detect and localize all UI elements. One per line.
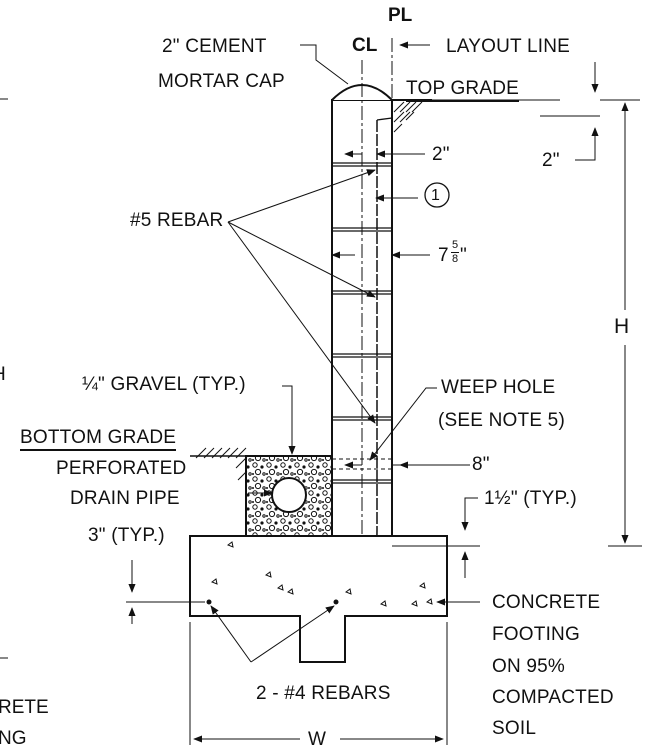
cut-ng-label: NG [0, 728, 27, 749]
callout-1-label: 1 [431, 187, 441, 204]
dim-8in: 8" [472, 454, 490, 475]
dim-1-5-typ: 1½" (TYP.) [484, 488, 577, 509]
drain-pipe-label-2: DRAIN PIPE [70, 488, 180, 509]
concrete-label-5: SOIL [492, 718, 537, 739]
rebars-4-label: 2 - #4 REBARS [256, 683, 391, 704]
callout-1-circle [424, 182, 450, 208]
bottom-grade-label: BOTTOM GRADE [20, 427, 177, 451]
layout-line-label: LAYOUT LINE [446, 36, 570, 57]
dim-7-den: 8 [452, 253, 459, 265]
concrete-label-2: FOOTING [492, 624, 580, 645]
top-grade-label: TOP GRADE [406, 78, 520, 102]
drain-pipe [271, 477, 307, 513]
concrete-label-3: ON 95% [492, 656, 566, 677]
rebar-4-left [206, 599, 212, 605]
centerline-label: CL [352, 35, 378, 56]
bottom-grade-soil-hatch [195, 447, 247, 481]
dim-7-suffix: " [460, 245, 467, 266]
cement-cap-label-1: 2" CEMENT [162, 36, 267, 57]
top-grade-soil-hatch [392, 99, 432, 133]
dim-7-whole: 7 [438, 245, 449, 266]
weep-hole-label-2: (SEE NOTE 5) [438, 410, 565, 431]
cut-h-label: H [0, 364, 6, 386]
drain-pipe-label-1: PERFORATED [56, 458, 187, 479]
rebar-5-top-hook [376, 117, 393, 121]
concrete-footing [189, 535, 448, 663]
dim-2in-top: 2" [542, 150, 560, 171]
width-w-label: W [308, 729, 327, 750]
dim-3in-typ: 3" (TYP.) [88, 525, 165, 546]
rebar-5-label: #5 REBAR [130, 210, 224, 231]
footing-aggregate [210, 541, 433, 607]
rebar-4-right [333, 599, 339, 605]
dim-2in-cover: 2" [432, 144, 450, 165]
height-h-label: H [614, 315, 630, 338]
dim-7-fraction-bar [451, 252, 459, 253]
dim-7-num: 5 [452, 239, 459, 251]
gravel-label: ¼" GRAVEL (TYP.) [82, 374, 246, 395]
weep-hole-label-1: WEEP HOLE [441, 377, 556, 398]
cut-rete-label: RETE [0, 697, 49, 718]
cement-cap-label-2: MORTAR CAP [158, 71, 285, 92]
concrete-label-1: CONCRETE [492, 592, 601, 613]
concrete-label-4: COMPACTED [492, 687, 614, 708]
property-line-label: PL [388, 5, 413, 26]
leader-lines [0, 41, 642, 745]
